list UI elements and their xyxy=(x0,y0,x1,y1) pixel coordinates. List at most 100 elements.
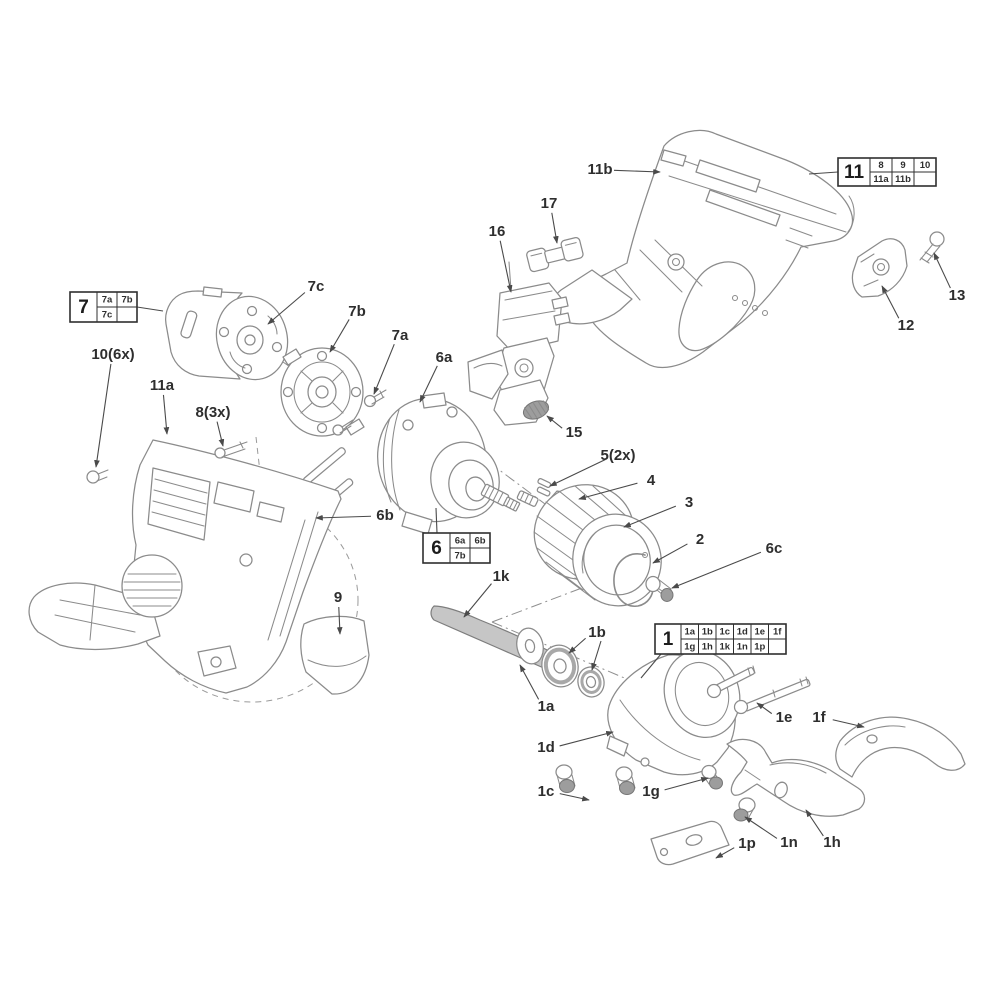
plate-1p xyxy=(650,820,730,866)
ref-box-number-11: 11 xyxy=(844,162,865,183)
leader-6a xyxy=(419,365,438,403)
leader-1n xyxy=(744,816,778,839)
spindle-6a xyxy=(480,483,521,512)
cap-6c xyxy=(645,575,674,602)
side-handle-1h xyxy=(726,738,866,817)
callout-1e: 1e xyxy=(776,709,793,726)
ref-box-1-cell-1f: 1f xyxy=(773,627,782,638)
leader-1f xyxy=(832,719,865,729)
leader-1g xyxy=(664,777,709,791)
ref-box-1-cell-1h: 1h xyxy=(702,642,713,653)
callout-7a: 7a xyxy=(392,327,409,344)
callout-12: 12 xyxy=(898,317,915,334)
leader-10(6x) xyxy=(94,363,112,468)
ref-box-leader-7 xyxy=(136,306,164,312)
ref-box-1-cell-1e: 1e xyxy=(754,627,765,638)
callout-1f: 1f xyxy=(812,709,826,726)
spring-15 xyxy=(522,400,550,420)
ref-box-1-cell-1c: 1c xyxy=(719,627,730,638)
leader-1c xyxy=(559,793,590,802)
ref-box-leader-1 xyxy=(640,653,662,679)
belt-clip-12 xyxy=(851,238,908,298)
ref-box-11-cell-11b: 11b xyxy=(895,174,911,185)
callout-11b: 11b xyxy=(587,161,612,178)
callout-17: 17 xyxy=(541,195,558,212)
leader-8(3x) xyxy=(216,421,225,447)
callout-13: 13 xyxy=(949,287,966,304)
callout-1d: 1d xyxy=(537,739,555,756)
screw-8 xyxy=(214,441,248,459)
ref-box-7-cell-7b: 7b xyxy=(121,295,132,306)
ref-box-1-cell-1g: 1g xyxy=(684,642,695,653)
leader-1a xyxy=(519,664,540,700)
callout-8(3x): 8(3x) xyxy=(195,404,230,421)
ref-box-7-cell-7c: 7c xyxy=(102,310,113,321)
leader-1d xyxy=(559,730,614,747)
ref-box-leader-11 xyxy=(808,171,839,175)
housing-left-11a xyxy=(28,439,342,694)
ref-box-7-cell-7a: 7a xyxy=(102,295,113,306)
leader-16 xyxy=(499,240,513,293)
washer-1a xyxy=(516,627,544,665)
ref-box-1-cell-1a: 1a xyxy=(684,627,695,638)
callout-3: 3 xyxy=(685,494,693,511)
callout-1b: 1b xyxy=(588,624,606,641)
callout-1n: 1n xyxy=(780,834,798,851)
ref-box-1-cell-1k: 1k xyxy=(719,642,730,653)
callout-2: 2 xyxy=(696,531,704,548)
ref-box-1-cell-1b: 1b xyxy=(702,627,713,638)
housing-right-11b xyxy=(553,129,855,369)
callout-15: 15 xyxy=(566,424,583,441)
ref-box-leader-6 xyxy=(435,507,438,534)
callout-1h: 1h xyxy=(823,834,841,851)
leader-1k xyxy=(463,583,492,618)
leader-9 xyxy=(336,606,343,635)
ref-box-1-cell-1p: 1p xyxy=(754,642,765,653)
leader-2 xyxy=(652,543,688,564)
ref-box-1-cell-1n: 1n xyxy=(737,642,748,653)
knob-1n xyxy=(733,797,756,822)
callout-9: 9 xyxy=(334,589,342,606)
handle-bracket-1f xyxy=(835,716,966,778)
leader-3 xyxy=(623,505,677,528)
leader-6b xyxy=(315,514,372,521)
callout-16: 16 xyxy=(489,223,506,240)
callout-4: 4 xyxy=(647,472,656,489)
callout-labels: 11b171613127c7b7a6a10(6x)11a8(3x)155(2x)… xyxy=(91,161,966,859)
leader-7c xyxy=(267,292,306,325)
ref-box-11-cell-9: 9 xyxy=(900,160,905,171)
gearbox-6 xyxy=(377,392,521,535)
screws-7a xyxy=(332,389,387,436)
ref-box-1-cell-1d: 1d xyxy=(737,627,748,638)
leader-17 xyxy=(551,212,559,244)
leader-1h xyxy=(805,809,824,837)
fwd-rev-button-17 xyxy=(526,236,584,273)
ref-box-number-6: 6 xyxy=(431,538,442,559)
ref-box-6-cell-6b: 6b xyxy=(474,536,485,547)
leader-12 xyxy=(881,285,900,319)
leader-11b xyxy=(613,168,661,175)
leader-5(2x) xyxy=(549,459,606,487)
callout-1g: 1g xyxy=(642,783,660,800)
leader-13 xyxy=(933,252,951,289)
ref-box-6-cell-6a: 6a xyxy=(455,536,466,547)
callout-7c: 7c xyxy=(308,278,325,295)
clutch-housing-1d xyxy=(606,649,741,776)
ref-box-11-cell-8: 8 xyxy=(878,160,883,171)
callout-6c: 6c xyxy=(766,540,783,557)
callout-10(6x): 10(6x) xyxy=(91,346,134,363)
callout-6b: 6b xyxy=(376,507,394,524)
bushings-1c xyxy=(555,764,636,795)
screw-13 xyxy=(919,231,945,264)
clutch-collar-3 xyxy=(533,484,662,607)
callout-6a: 6a xyxy=(436,349,453,366)
leader-1e xyxy=(756,702,773,715)
extra-leader-0 xyxy=(591,640,602,671)
